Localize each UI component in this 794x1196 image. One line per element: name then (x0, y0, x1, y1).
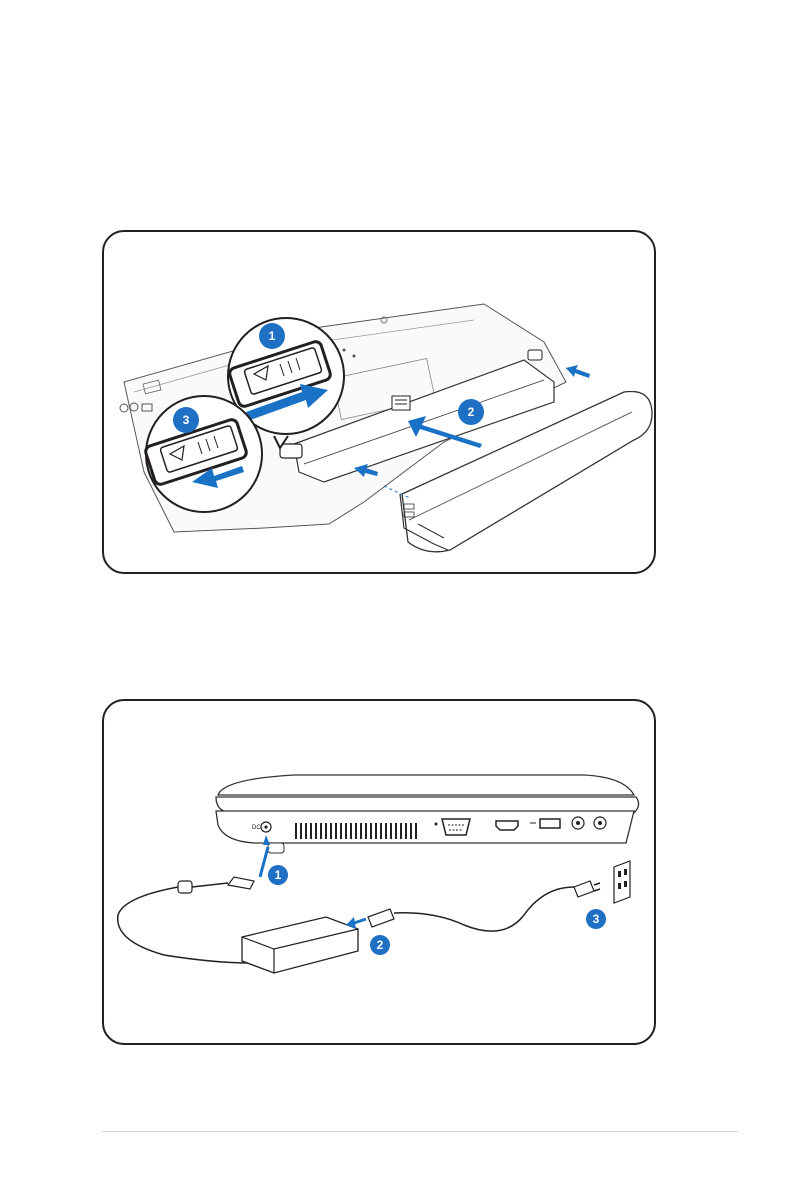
battery-latch (280, 444, 302, 458)
dc-plug (228, 877, 254, 889)
ac-cord-connector (368, 909, 394, 927)
wall-plug (574, 881, 594, 897)
vga-port (442, 819, 470, 835)
step-badge-3: 3 (586, 909, 606, 929)
svg-text:2: 2 (377, 938, 384, 952)
svg-text:3: 3 (183, 413, 190, 427)
adapter-cable (118, 887, 250, 963)
usb-port (540, 819, 560, 828)
step-badge-1: 1 (268, 865, 288, 885)
ferrite-core (178, 881, 192, 893)
hdmi-port (496, 821, 518, 830)
dc-port-label: DC (252, 825, 261, 831)
power-adapter-figure: DC (102, 699, 656, 1045)
step-badge-2: 2 (370, 935, 390, 955)
power-adapter-brick (242, 917, 358, 973)
footer-rule (102, 1131, 738, 1132)
battery-install-illustration: 1 2 3 (104, 232, 656, 574)
laptop-lid (218, 775, 634, 795)
step-badge-2: 2 (458, 399, 484, 425)
svg-text:1: 1 (275, 868, 282, 882)
svg-text:1: 1 (269, 329, 276, 343)
svg-text:2: 2 (468, 405, 475, 419)
ac-cord (394, 887, 574, 931)
battery-connector (392, 396, 410, 410)
wall-outlet (614, 861, 630, 903)
power-adapter-illustration: DC (104, 701, 656, 1045)
step-badge-3: 3 (173, 407, 199, 433)
battery-lock (528, 350, 542, 360)
guide-arrow-right (566, 365, 590, 378)
laptop-base (216, 811, 634, 843)
step-badge-1: 1 (259, 323, 285, 349)
battery-install-figure: 1 2 3 (102, 230, 656, 574)
svg-text:3: 3 (593, 912, 600, 926)
